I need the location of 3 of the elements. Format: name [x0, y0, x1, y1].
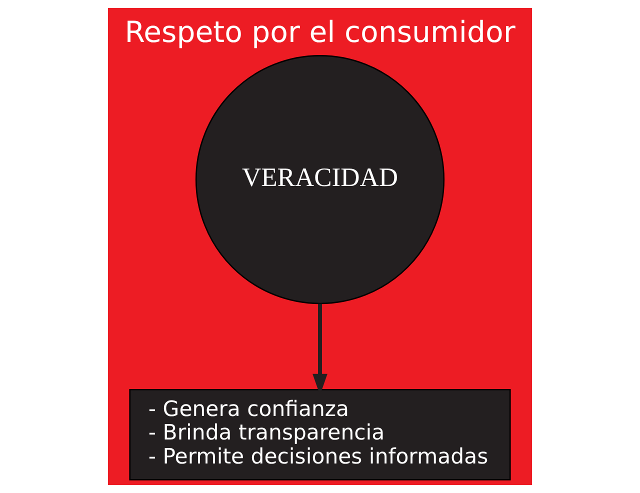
node-circle: VERACIDAD [195, 55, 445, 304]
diagram-title: Respeto por el consumidor [124, 14, 516, 49]
node-box: - Genera confianza - Brinda transparencia - Permite decisiones informadas [129, 388, 511, 480]
